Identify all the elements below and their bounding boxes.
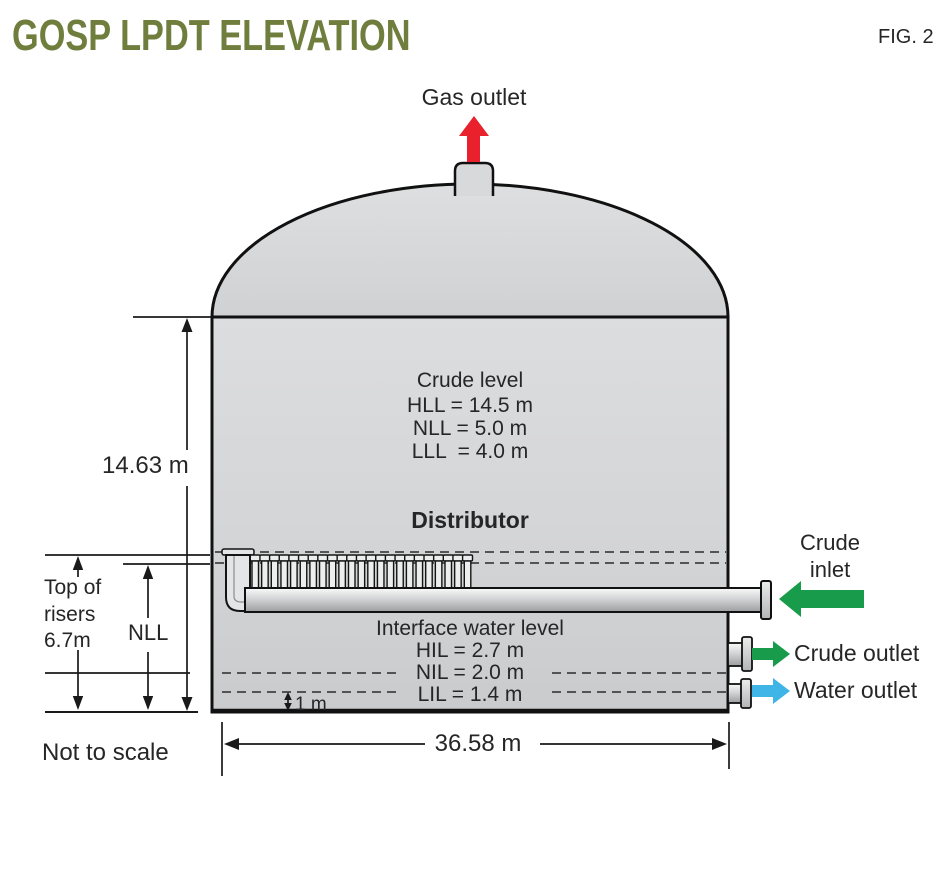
crude-level-title: Crude level	[416, 369, 524, 392]
nll-dimension-label: NLL	[128, 620, 169, 645]
crude-outlet-nozzle	[727, 642, 744, 667]
water-outlet-arrow-icon	[752, 678, 790, 704]
distributor-pipe	[244, 587, 764, 613]
water-outlet-nozzle	[727, 683, 743, 704]
interface-water-level-nil: NIL = 2.0 m	[415, 661, 525, 684]
shell-height-dimension: 14.63 m	[102, 452, 189, 479]
gas-outlet-arrow-icon	[459, 116, 489, 162]
crude-outlet-arrow-icon	[752, 641, 790, 667]
vessel-dome	[210, 182, 730, 319]
interface-water-level-lil: LIL = 1.4 m	[417, 683, 523, 706]
crude-level-lll: LLL = 4.0 m	[411, 440, 529, 463]
water-outlet-label: Water outlet	[794, 677, 918, 703]
top-of-risers-label-line3: 6.7m	[44, 629, 91, 652]
dimension-lines	[45, 316, 730, 776]
page-title: GOSP LPDT ELEVATION	[12, 11, 411, 60]
interface-water-level-hil: HIL = 2.7 m	[415, 639, 525, 662]
figure-label: FIG. 2	[878, 26, 934, 48]
distributor-risers	[249, 554, 474, 591]
crude-inlet-label-line1: Crude	[800, 530, 860, 555]
distributor-elbow-inner-line	[233, 556, 248, 603]
crude-outlet-label: Crude outlet	[794, 640, 920, 666]
water-outlet-flange	[740, 678, 752, 709]
crude-level-hll: HLL = 14.5 m	[407, 394, 533, 417]
interface-water-level-title: Interface water level	[376, 617, 564, 640]
top-of-risers-label-line1: Top of	[44, 576, 102, 599]
crude-inlet-label-line2: inlet	[809, 557, 851, 582]
gas-outlet-label: Gas outlet	[421, 84, 527, 110]
top-of-risers-label-line2: risers	[44, 603, 96, 626]
crude-outlet-flange	[741, 636, 753, 672]
one-meter-dimension: 1 m	[295, 694, 327, 715]
diameter-dimension: 36.58 m	[434, 730, 522, 757]
not-to-scale-note: Not to scale	[42, 739, 169, 766]
vessel-shell	[210, 315, 730, 714]
distributor-label: Distributor	[411, 507, 529, 533]
gas-nozzle	[453, 161, 495, 196]
crude-inlet-arrow-icon	[779, 581, 864, 617]
crude-level-nll: NLL = 5.0 m	[412, 417, 528, 440]
crude-inlet-flange	[760, 580, 772, 620]
